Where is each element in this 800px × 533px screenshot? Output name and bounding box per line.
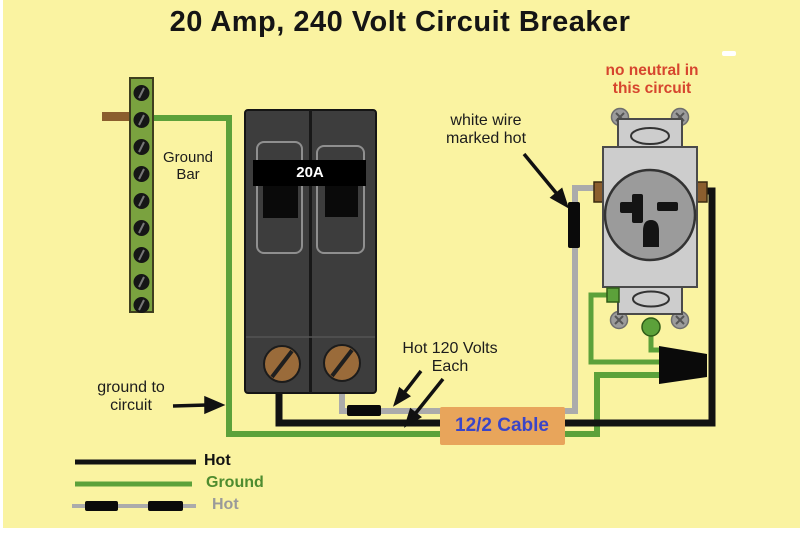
breaker-toggle-frame-right [316,145,365,254]
ground-bar-label: Ground Bar [162,149,214,183]
circuit-breaker [244,109,377,394]
cable-box [440,407,565,445]
outlet [593,107,708,353]
ground-to-circuit-annotation: ground to circuit [97,379,165,414]
legend-label-hot: Hot [204,452,231,469]
ground-bar-feed-wire [102,112,132,121]
outlet-face [603,168,697,262]
no-neutral-annotation: no neutral in this circuit [605,62,699,97]
breaker-rating-label: 20A [296,164,324,181]
hot-volts-arrow-right [413,377,445,416]
outlet-ground-terminal [606,287,620,303]
ground-pigtail [648,333,661,353]
cable-label: 12/2 Cable [455,415,549,436]
white-wire-annotation: white wire marked hot [445,112,527,147]
white-wire-arrow [522,152,559,196]
bottom-margin [0,528,800,533]
outlet-ground-screw [641,317,661,337]
legend-swatches [72,459,196,511]
ground-wire-main [152,115,662,437]
annotation-arrows [172,152,570,428]
ground-bar-screw-slots [138,87,145,311]
legend-label-marked-hot: Hot [212,496,239,513]
ground-wire-branch [588,292,662,365]
hot-volts-annotation: Hot 120 Volts Each [402,340,498,375]
ground-to-circuit-arrow [172,403,208,408]
breaker-toggle-frame-left [256,141,303,254]
ground-bar [102,77,154,313]
breaker-toggle-left [263,186,298,218]
hot-tape-mark-outlet [568,202,580,248]
breaker-toggle-right [325,186,358,217]
legend-label-ground: Ground [206,474,264,491]
outlet-slots [620,194,678,247]
marked-hot-wire [339,185,599,414]
white-dash-artifact [722,51,736,56]
hot-tape-mark-breaker [347,405,381,416]
left-margin [0,0,3,533]
breaker-rating-band [253,160,366,186]
hot-volts-arrow-left [402,369,423,395]
ground-junction-marker [659,346,707,384]
diagram-title: 20 Amp, 240 Volt Circuit Breaker [169,6,631,38]
